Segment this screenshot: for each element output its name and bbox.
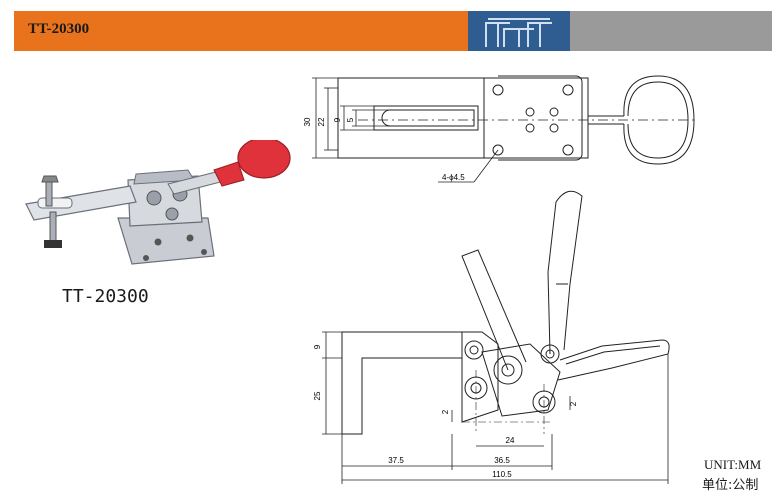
dim-hole: 4-ϕ4.5 xyxy=(442,173,465,182)
dim-5: 5 xyxy=(346,117,355,122)
header-gray-panel xyxy=(570,11,772,51)
side-dim-24: 24 xyxy=(506,436,515,445)
side-dim-36: 36.5 xyxy=(494,456,510,465)
unit-label-cn: 单位:公制 xyxy=(702,478,759,493)
side-dim-110: 110.5 xyxy=(492,470,512,479)
pillars-logo-icon xyxy=(485,18,552,47)
side-dim-37: 37.5 xyxy=(388,456,404,465)
toggle-clamp-photo-icon xyxy=(25,140,291,265)
dim-9: 9 xyxy=(333,117,342,122)
top-view-drawing: 30 22 9 5 4-ϕ4.5 xyxy=(303,75,695,183)
side-view-drawing: 9 25 2 2 24 36.5 37.5 110.5 xyxy=(313,190,670,484)
side-dim-2b: 2 xyxy=(569,401,578,406)
model-label: TT-20300 xyxy=(62,286,149,307)
side-dim-9: 9 xyxy=(313,344,322,349)
logo-panel xyxy=(468,11,570,51)
side-dim-25: 25 xyxy=(313,391,322,400)
dim-22: 22 xyxy=(317,117,326,126)
dim-30: 30 xyxy=(303,117,312,126)
side-dim-2a: 2 xyxy=(441,409,450,414)
page-title: TT-20300 xyxy=(28,21,90,37)
header-bar xyxy=(14,11,468,51)
unit-label: UNIT:MM xyxy=(704,457,762,472)
